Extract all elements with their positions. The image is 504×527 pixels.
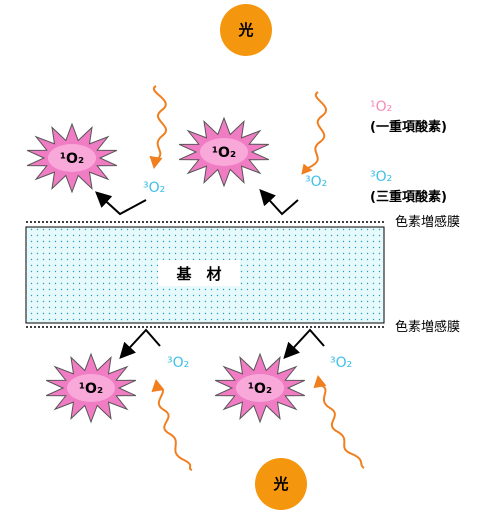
legend-singlet-symbol: ¹O₂ (370, 99, 392, 115)
light-wave-top-left (149, 85, 167, 170)
light-wave-bottom-left (151, 378, 193, 471)
conversion-arrow-bottom-left (119, 328, 161, 359)
singlet-oxygen-label: ¹O₂ (212, 145, 236, 161)
singlet-oxygen-star-top-left: ¹O₂ (26, 122, 118, 194)
legend-triplet-symbol: ³O₂ (370, 169, 392, 185)
triplet-oxygen-label-bottom-left: ³O₂ (167, 355, 189, 371)
dye-film-label-bottom: 色素増感膜 (395, 319, 460, 335)
triplet-oxygen-label-bottom-right: ³O₂ (330, 355, 352, 371)
substrate-label: 基 材 (175, 265, 221, 283)
singlet-oxygen-star-bottom-right: ¹O₂ (214, 352, 306, 424)
singlet-oxygen-star-top-right: ¹O₂ (178, 116, 270, 188)
light-label-top: 光 (237, 21, 253, 39)
light-source-bottom: 光 (255, 458, 307, 510)
conversion-arrow-top-right (259, 189, 299, 216)
light-label-bottom: 光 (272, 475, 288, 493)
singlet-oxygen-star-bottom-left: ¹O₂ (45, 352, 137, 424)
dye-film-label-top: 色素増感膜 (395, 214, 460, 230)
light-wave-bottom-right (313, 374, 365, 469)
substrate: 基 材 (25, 226, 385, 324)
singlet-oxygen-label: ¹O₂ (248, 381, 272, 397)
legend-triplet-name: (三重項酸素) (370, 189, 447, 205)
legend-singlet-name: (一重項酸素) (370, 119, 447, 135)
light-source-top: 光 (220, 4, 272, 56)
conversion-arrow-bottom-right (283, 328, 325, 359)
legend: ¹O₂ (一重項酸素) ³O₂ (三重項酸素) (370, 99, 447, 205)
singlet-oxygen-label: ¹O₂ (79, 381, 103, 397)
light-wave-top-right (301, 91, 327, 175)
conversion-arrow-top-left (95, 191, 147, 216)
singlet-oxygen-label: ¹O₂ (60, 151, 84, 167)
triplet-oxygen-label-top-right: ³O₂ (305, 174, 327, 190)
triplet-oxygen-label-top-left: ³O₂ (143, 180, 165, 196)
